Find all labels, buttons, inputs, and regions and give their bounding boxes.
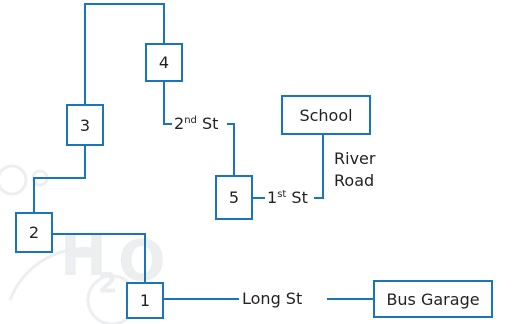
- node-3-label: 3: [79, 115, 91, 135]
- 1st-st-suffix: st: [277, 189, 287, 200]
- school-box: School: [281, 95, 371, 135]
- node-4-label: 4: [158, 53, 170, 72]
- node-1-label: 1: [139, 291, 151, 310]
- svg-text:2: 2: [98, 266, 117, 299]
- node-5-label: 5: [228, 188, 240, 207]
- line-1st-st-to-school: [314, 135, 324, 199]
- river-road-line-2: Road: [334, 171, 375, 190]
- 1st-st-number: 1: [267, 188, 278, 207]
- line-3-to-4: [84, 3, 165, 104]
- 2nd-st-name: St: [201, 114, 219, 133]
- 2nd-st-suffix: nd: [184, 115, 197, 126]
- line-2nd-st-to-5: [227, 123, 235, 175]
- 2nd-st-number: 2: [174, 114, 185, 133]
- street-label-long-st: Long St: [242, 289, 303, 308]
- bus-garage-label: Bus Garage: [386, 289, 480, 309]
- node-3: 3: [66, 104, 104, 146]
- node-2: 2: [15, 212, 53, 253]
- node-2-label: 2: [28, 223, 40, 242]
- school-label: School: [299, 105, 353, 125]
- street-label-2nd-st: 2nd St: [174, 114, 219, 133]
- street-label-1st-st: 1st St: [267, 189, 308, 207]
- line-3-to-2: [33, 146, 86, 212]
- long-st-label: Long St: [242, 289, 303, 308]
- line-2-to-1: [53, 233, 146, 282]
- 1st-st-name: St: [291, 188, 308, 207]
- street-label-river-road: River Road: [334, 148, 376, 192]
- node-4: 4: [145, 43, 183, 82]
- line-4-to-2nd-st: [163, 82, 172, 125]
- river-road-line-1: River: [334, 149, 376, 168]
- node-5: 5: [215, 175, 253, 220]
- node-1: 1: [126, 282, 164, 319]
- bus-garage-box: Bus Garage: [373, 280, 493, 318]
